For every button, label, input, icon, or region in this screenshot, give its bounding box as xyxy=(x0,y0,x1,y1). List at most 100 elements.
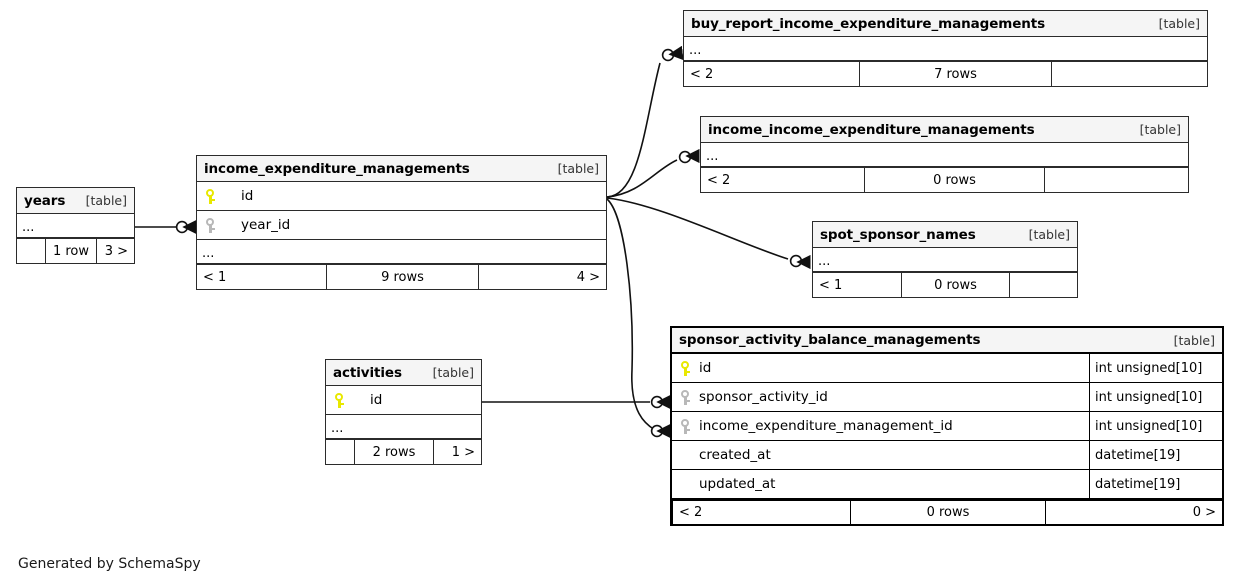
table-income-expenditure-managements[interactable]: income_expenditure_managements [table] i… xyxy=(196,155,607,290)
table-spot-sponsor-names[interactable]: spot_sponsor_names [table] ... < 1 0 row… xyxy=(812,221,1078,298)
primary-key-icon xyxy=(680,360,691,376)
table-sabm-parent-count[interactable]: < 2 xyxy=(672,501,850,524)
column-name: year_id xyxy=(241,217,291,233)
table-years-header: years [table] xyxy=(17,188,134,214)
primary-key-icon xyxy=(205,188,216,204)
table-sabm-footer: < 2 0 rows 0 > xyxy=(672,499,1222,524)
table-buyreport-parent-count[interactable]: < 2 xyxy=(690,66,714,82)
table-sabm-kind: [table] xyxy=(1173,332,1215,348)
column-name: updated_at xyxy=(699,476,776,492)
table-activities-child-count[interactable]: 1 > xyxy=(433,440,481,464)
table-iem-row-count: 9 rows xyxy=(326,265,478,289)
table-iem-ellipsis-row: ... xyxy=(197,240,606,264)
foreign-key-icon xyxy=(680,389,691,405)
primary-key-icon xyxy=(334,392,345,408)
table-incomeiem-parent-count[interactable]: < 2 xyxy=(707,172,731,188)
table-spotsponsor-child-count[interactable] xyxy=(1009,273,1077,297)
column-name: id xyxy=(699,360,712,376)
edge-incomeiem-nub xyxy=(678,150,692,164)
table-sabm-child-count[interactable]: 0 > xyxy=(1045,501,1222,524)
table-years[interactable]: years [table] ... 1 row 3 > xyxy=(16,187,135,264)
column-type: int unsigned[10] xyxy=(1089,383,1222,411)
table-iem-column-year-id[interactable]: year_id xyxy=(197,211,606,240)
table-sabm-column-id[interactable]: id int unsigned[10] xyxy=(672,354,1222,383)
generated-by-caption: Generated by SchemaSpy xyxy=(18,556,201,572)
table-sabm-column-updated-at[interactable]: updated_at datetime[19] xyxy=(672,470,1222,499)
edge-sabm-activities-nub xyxy=(650,395,664,409)
table-years-ellipsis-row: ... xyxy=(17,214,134,238)
table-spotsponsor-parent-count[interactable]: < 1 xyxy=(819,277,843,293)
edge-iem-to-incomeiem xyxy=(606,159,678,198)
table-spotsponsor-ellipsis-row: ... xyxy=(813,248,1077,272)
table-years-title: years xyxy=(24,192,66,209)
table-sponsor-activity-balance-managements[interactable]: sponsor_activity_balance_managements [ta… xyxy=(670,326,1224,526)
table-spotsponsor-footer: < 1 0 rows xyxy=(813,272,1077,297)
table-sabm-column-sponsor-activity-id[interactable]: sponsor_activity_id int unsigned[10] xyxy=(672,383,1222,412)
table-buyreport-ellipsis: ... xyxy=(689,43,702,58)
column-type: datetime[19] xyxy=(1089,441,1222,469)
table-buyreport-row-count: 7 rows xyxy=(859,62,1051,86)
column-type: datetime[19] xyxy=(1089,470,1222,498)
table-sabm-column-income-expenditure-management-id[interactable]: income_expenditure_management_id int uns… xyxy=(672,412,1222,441)
table-years-child-count[interactable]: 3 > xyxy=(96,239,134,263)
table-spotsponsor-header: spot_sponsor_names [table] xyxy=(813,222,1077,248)
table-years-kind: [table] xyxy=(85,193,127,208)
table-sabm-header: sponsor_activity_balance_managements [ta… xyxy=(672,328,1222,354)
table-incomeiem-ellipsis-row: ... xyxy=(701,143,1188,167)
column-type: int unsigned[10] xyxy=(1089,354,1222,382)
column-name: sponsor_activity_id xyxy=(699,389,828,405)
table-buyreport-footer: < 2 7 rows xyxy=(684,61,1207,86)
table-incomeiem-header: income_income_expenditure_managements [t… xyxy=(701,117,1188,143)
table-spotsponsor-title: spot_sponsor_names xyxy=(820,226,976,243)
foreign-key-icon xyxy=(205,217,216,233)
table-activities-parent-count[interactable] xyxy=(326,440,354,464)
table-activities-footer: 2 rows 1 > xyxy=(326,439,481,464)
table-incomeiem-row-count: 0 rows xyxy=(864,168,1044,192)
table-activities-header: activities [table] xyxy=(326,360,481,386)
table-years-footer: 1 row 3 > xyxy=(17,238,134,263)
table-buyreport-kind: [table] xyxy=(1158,16,1200,31)
table-iem-column-id[interactable]: id xyxy=(197,182,606,211)
table-iem-header: income_expenditure_managements [table] xyxy=(197,156,606,182)
table-buyreport-child-count[interactable] xyxy=(1051,62,1207,86)
table-incomeiem-ellipsis: ... xyxy=(706,149,719,164)
table-incomeiem-child-count[interactable] xyxy=(1044,168,1188,192)
column-type: int unsigned[10] xyxy=(1089,412,1222,440)
table-years-parent-count[interactable] xyxy=(17,239,45,263)
table-incomeiem-kind: [table] xyxy=(1139,122,1181,137)
table-iem-child-count[interactable]: 4 > xyxy=(478,265,606,289)
table-incomeiem-title: income_income_expenditure_managements xyxy=(708,121,1035,138)
foreign-key-icon xyxy=(680,418,691,434)
table-iem-ellipsis: ... xyxy=(202,246,215,261)
table-activities-ellipsis-row: ... xyxy=(326,415,481,439)
edge-buyreport-nub xyxy=(661,48,675,62)
edge-iem-to-spotsponsor xyxy=(606,197,789,260)
table-sabm-column-created-at[interactable]: created_at datetime[19] xyxy=(672,441,1222,470)
edge-iem-to-sabm xyxy=(606,198,656,431)
column-name: created_at xyxy=(699,447,771,463)
table-buyreport-title: buy_report_income_expenditure_management… xyxy=(691,15,1046,32)
table-activities-row-count: 2 rows xyxy=(354,440,433,464)
column-name: id xyxy=(241,188,254,204)
column-name: id xyxy=(370,392,383,408)
table-years-ellipsis: ... xyxy=(22,220,35,235)
table-income-income-expenditure-managements[interactable]: income_income_expenditure_managements [t… xyxy=(700,116,1189,193)
table-sabm-row-count: 0 rows xyxy=(850,501,1045,524)
edge-spotsponsor-nub xyxy=(789,254,803,268)
table-activities-kind: [table] xyxy=(432,365,474,380)
table-activities-column-id[interactable]: id xyxy=(326,386,481,415)
edge-sabm-iem-nub xyxy=(650,424,664,438)
table-sabm-title: sponsor_activity_balance_managements xyxy=(679,332,981,348)
table-activities[interactable]: activities [table] id ... 2 rows 1 > xyxy=(325,359,482,465)
edge-buyreport-arrow xyxy=(668,45,684,61)
table-activities-ellipsis: ... xyxy=(331,421,344,436)
table-spotsponsor-row-count: 0 rows xyxy=(901,273,1009,297)
table-buy-report-income-expenditure-managements[interactable]: buy_report_income_expenditure_management… xyxy=(683,10,1208,87)
table-spotsponsor-kind: [table] xyxy=(1028,227,1070,242)
table-iem-title: income_expenditure_managements xyxy=(204,160,470,177)
table-iem-footer: < 1 9 rows 4 > xyxy=(197,264,606,289)
table-incomeiem-footer: < 2 0 rows xyxy=(701,167,1188,192)
table-iem-parent-count[interactable]: < 1 xyxy=(203,269,227,285)
table-years-row-count: 1 row xyxy=(45,239,96,263)
